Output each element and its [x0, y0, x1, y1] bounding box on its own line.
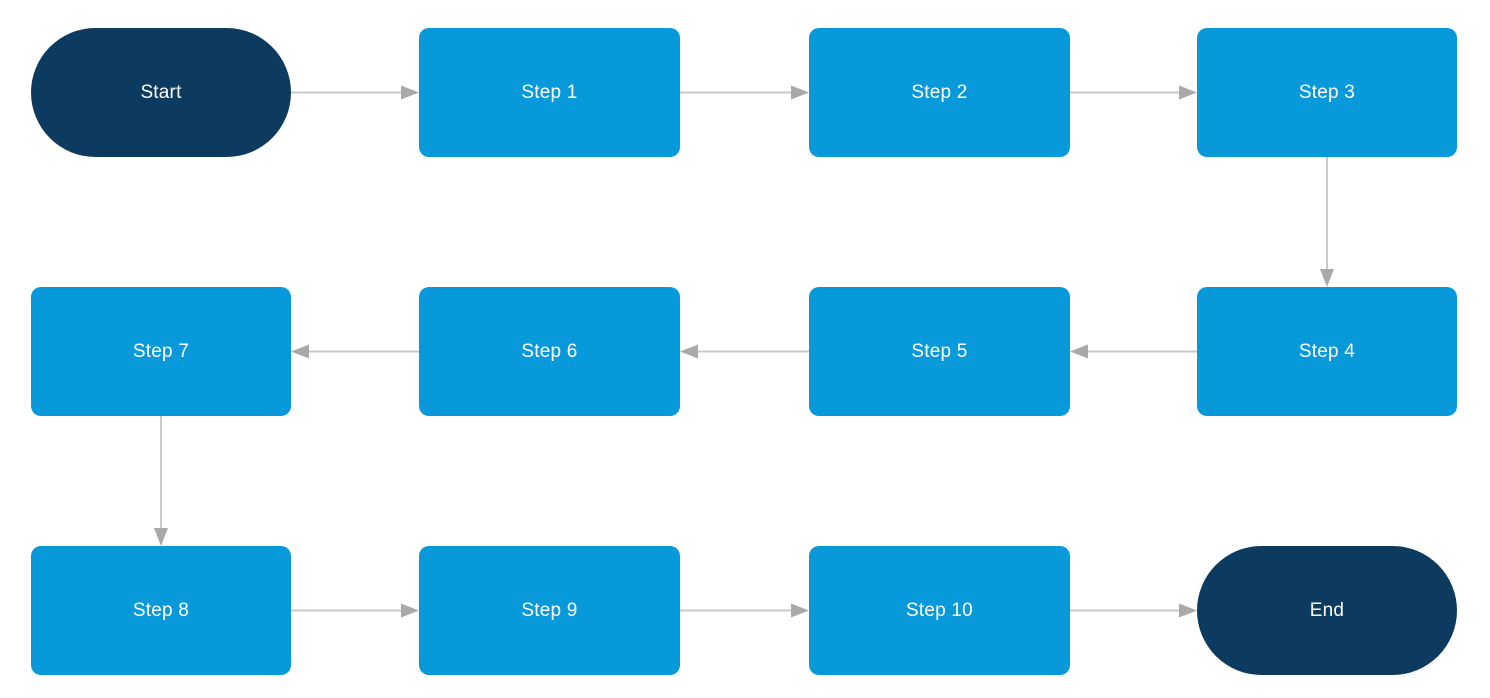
connector-step4-to-step5 — [1070, 344, 1197, 359]
node-step4[interactable]: Step 4 — [1197, 287, 1457, 416]
connector-step3-to-step4 — [1320, 157, 1334, 287]
arrowhead-icon — [291, 344, 309, 359]
node-step9[interactable]: Step 9 — [419, 546, 680, 675]
node-step5[interactable]: Step 5 — [809, 287, 1070, 416]
node-step10[interactable]: Step 10 — [809, 546, 1070, 675]
arrowhead-icon — [1320, 269, 1334, 287]
connector-step9-to-step10 — [680, 603, 809, 618]
connector-start-to-step1 — [291, 85, 419, 100]
connector-step2-to-step3 — [1070, 85, 1197, 100]
arrowhead-icon — [154, 528, 168, 546]
arrowhead-icon — [1070, 344, 1088, 359]
arrowhead-icon — [1179, 85, 1197, 100]
node-label-step8: Step 8 — [132, 599, 190, 621]
connector-step5-to-step6 — [680, 344, 809, 359]
connector-step10-to-end — [1070, 603, 1197, 618]
node-label-step6: Step 6 — [521, 340, 578, 362]
node-start[interactable]: Start — [31, 28, 291, 157]
node-label-start: Start — [140, 81, 182, 103]
connector-step8-to-step9 — [291, 603, 419, 618]
node-label-step2: Step 2 — [911, 81, 968, 103]
node-step3[interactable]: Step 3 — [1197, 28, 1457, 157]
connector-step7-to-step8 — [154, 416, 168, 546]
node-step6[interactable]: Step 6 — [419, 287, 680, 416]
node-end[interactable]: End — [1197, 546, 1457, 675]
node-step8[interactable]: Step 8 — [31, 546, 291, 675]
node-step1[interactable]: Step 1 — [419, 28, 680, 157]
connector-step1-to-step2 — [680, 85, 809, 100]
node-label-step4: Step 4 — [1298, 340, 1356, 362]
node-label-step7: Step 7 — [132, 340, 190, 362]
node-label-step5: Step 5 — [911, 340, 968, 362]
arrowhead-icon — [791, 85, 809, 100]
node-label-end: End — [1309, 599, 1345, 621]
node-label-step10: Step 10 — [906, 599, 973, 621]
connector-step6-to-step7 — [291, 344, 419, 359]
node-step2[interactable]: Step 2 — [809, 28, 1070, 157]
arrowhead-icon — [680, 344, 698, 359]
node-label-step1: Step 1 — [521, 81, 578, 103]
node-label-step3: Step 3 — [1298, 81, 1356, 103]
arrowhead-icon — [791, 603, 809, 618]
arrowhead-icon — [401, 85, 419, 100]
arrowhead-icon — [401, 603, 419, 618]
node-step7[interactable]: Step 7 — [31, 287, 291, 416]
arrowhead-icon — [1179, 603, 1197, 618]
node-label-step9: Step 9 — [521, 599, 578, 621]
